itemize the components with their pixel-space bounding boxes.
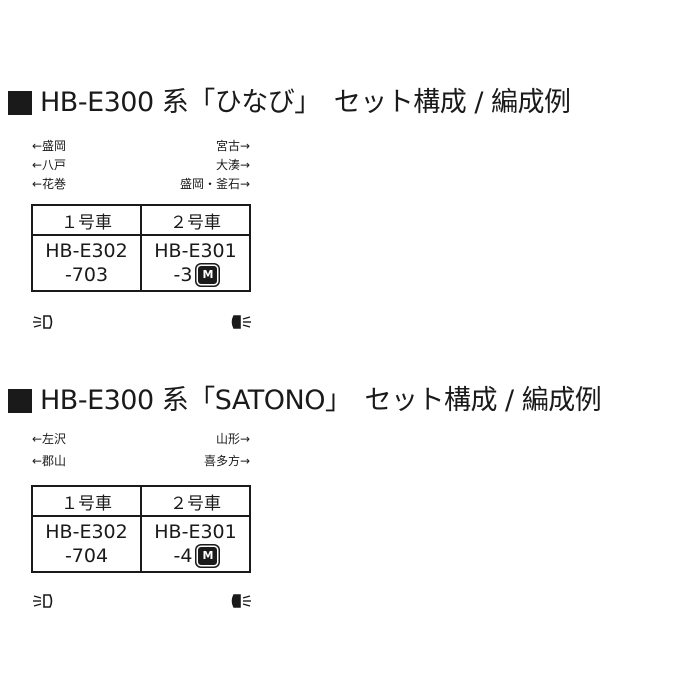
- car-number-row: -3 M: [174, 263, 218, 287]
- headlight-icon: [231, 594, 251, 608]
- direction-left: ←郡山: [32, 454, 67, 468]
- car-number: -703: [64, 264, 109, 286]
- car-1: １号車 HB-E302 -703: [33, 206, 140, 290]
- car-body: HB-E302 -703: [33, 236, 140, 290]
- motor-car-icon: M: [198, 547, 218, 565]
- direction-left: ←花巻: [32, 177, 67, 191]
- car-number: -4: [173, 545, 193, 567]
- car-model: HB-E302: [45, 240, 128, 262]
- formation-section-hinabi: HB-E300 系「ひなび」 セット構成 / 編成例 ←盛岡 ←八戸 ←花巻 宮…: [0, 85, 700, 345]
- car-model: HB-E301: [154, 521, 237, 543]
- direction-left: ←左沢: [32, 432, 67, 446]
- car-model: HB-E302: [45, 521, 128, 543]
- section-title: HB-E300 系「ひなび」 セット構成 / 編成例: [40, 87, 571, 118]
- car-header: ２号車: [142, 487, 249, 517]
- motor-car-icon: M: [198, 266, 218, 284]
- square-bullet-icon: [8, 389, 32, 413]
- car-body: HB-E301 -4 M: [142, 517, 249, 571]
- car-body: HB-E301 -3 M: [142, 236, 249, 290]
- direction-right: 宮古→: [215, 139, 250, 153]
- car-model: HB-E301: [154, 240, 237, 262]
- direction-right: 大湊→: [215, 158, 250, 172]
- direction-left: ←盛岡: [32, 139, 67, 153]
- section-title: HB-E300 系「SATONO」 セット構成 / 編成例: [40, 385, 602, 416]
- car-1: １号車 HB-E302 -704: [33, 487, 140, 571]
- headlight-icon: [33, 594, 53, 608]
- direction-right: 喜多方→: [203, 454, 250, 468]
- car-2: ２号車 HB-E301 -4 M: [140, 487, 249, 571]
- car-header: １号車: [33, 487, 140, 517]
- section-heading: HB-E300 系「ひなび」 セット構成 / 編成例: [8, 85, 571, 121]
- car-header: １号車: [33, 206, 140, 236]
- car-2: ２号車 HB-E301 -3 M: [140, 206, 249, 290]
- formation-table: １号車 HB-E302 -704 ２号車 HB-E301 -4 M: [31, 485, 251, 573]
- formation-section-satono: HB-E300 系「SATONO」 セット構成 / 編成例 ←左沢 ←郡山 山形…: [0, 383, 700, 623]
- direction-right: 山形→: [215, 432, 250, 446]
- direction-left: ←八戸: [32, 158, 67, 172]
- car-body: HB-E302 -704: [33, 517, 140, 571]
- square-bullet-icon: [8, 91, 32, 115]
- car-header: ２号車: [142, 206, 249, 236]
- car-number-row: -4 M: [174, 544, 218, 568]
- car-number: -3: [173, 264, 193, 286]
- headlight-icon: [231, 315, 251, 329]
- car-number: -704: [64, 545, 109, 567]
- section-heading: HB-E300 系「SATONO」 セット構成 / 編成例: [8, 383, 602, 419]
- headlight-icon: [33, 315, 53, 329]
- formation-table: １号車 HB-E302 -703 ２号車 HB-E301 -3 M: [31, 204, 251, 292]
- direction-right: 盛岡・釜石→: [179, 177, 250, 191]
